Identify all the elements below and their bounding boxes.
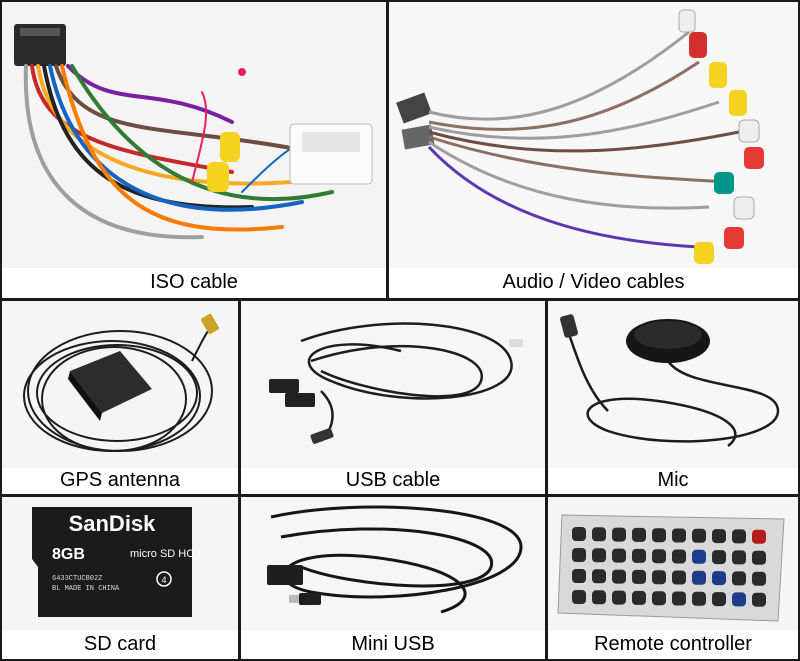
remote-key (632, 527, 646, 542)
remote-key (692, 591, 706, 606)
remote-key (712, 550, 726, 565)
row-divider (2, 298, 798, 301)
mini-usb-cable-photo (241, 497, 545, 631)
remote-key (712, 571, 726, 586)
panel-caption: Mini USB (351, 633, 435, 655)
remote-key (652, 570, 666, 585)
panel-remote-controller: Remote controller (548, 497, 798, 659)
remote-key (752, 592, 766, 607)
remote-key (752, 550, 766, 565)
remote-key (732, 592, 746, 607)
remote-key (672, 549, 686, 564)
panel-usb-cable: USB cable (241, 301, 545, 494)
remote-key (612, 569, 626, 584)
remote-key (652, 549, 666, 564)
remote-key (672, 570, 686, 585)
remote-key (652, 528, 666, 543)
remote-key (612, 590, 626, 605)
remote-key (592, 548, 606, 563)
remote-control-photo (548, 497, 798, 631)
panel-sd-card: SanDisk 8GB micro SD HC I 6433CTUCB02Z B… (2, 497, 238, 659)
remote-key (692, 570, 706, 585)
remote-key (732, 550, 746, 565)
remote-key (732, 571, 746, 586)
panel-mini-usb: Mini USB (241, 497, 545, 659)
sd-origin: BL MADE IN CHINA (52, 585, 120, 593)
remote-key (612, 527, 626, 542)
panel-caption: GPS antenna (59, 469, 181, 491)
remote-key (652, 591, 666, 606)
remote-key (572, 548, 586, 562)
column-divider (238, 298, 241, 659)
panel-gps-antenna: GPS antenna (2, 301, 238, 494)
remote-key (632, 548, 646, 563)
panel-caption: USB cable (345, 469, 441, 491)
sd-capacity: 8GB (52, 546, 85, 563)
panel-mic: Mic (548, 301, 798, 494)
usb-cable-photo (241, 301, 545, 468)
sd-card-photo: SanDisk 8GB micro SD HC I 6433CTUCB02Z B… (2, 497, 238, 631)
remote-key (672, 591, 686, 606)
remote-key (592, 590, 606, 605)
sd-code: 6433CTUCB02Z (52, 575, 102, 583)
remote-key (712, 529, 726, 544)
panel-caption: Audio / Video cables (502, 271, 685, 293)
remote-key (692, 528, 706, 543)
remote-key (672, 528, 686, 543)
remote-key (612, 548, 626, 563)
remote-key (592, 527, 606, 542)
remote-key (732, 529, 746, 544)
panel-iso-cable: ISO cable (2, 2, 386, 298)
rca-cables-photo (389, 2, 798, 268)
remote-key (572, 569, 586, 583)
iso-harness-photo (2, 2, 386, 268)
microphone-photo (548, 301, 798, 468)
remote-key (752, 571, 766, 586)
remote-key (572, 590, 586, 604)
gps-antenna-photo (2, 301, 238, 468)
sd-brand: SanDisk (69, 511, 157, 536)
panel-caption: Mic (657, 469, 689, 491)
remote-key (632, 590, 646, 605)
remote-key (712, 592, 726, 607)
remote-key (572, 527, 586, 541)
panel-caption: SD card (83, 633, 157, 655)
remote-key (632, 569, 646, 584)
remote-key (692, 549, 706, 564)
row-divider (2, 494, 798, 497)
panel-caption: Remote controller (594, 633, 752, 655)
sd-format: micro SD HC I (130, 548, 200, 560)
remote-key (592, 569, 606, 584)
sd-class: 4 (161, 575, 166, 585)
remote-key (752, 529, 766, 544)
column-divider (386, 2, 389, 298)
column-divider (545, 298, 548, 659)
panel-caption: ISO cable (150, 271, 238, 293)
panel-audio-video-cables: Audio / Video cables (389, 2, 798, 298)
